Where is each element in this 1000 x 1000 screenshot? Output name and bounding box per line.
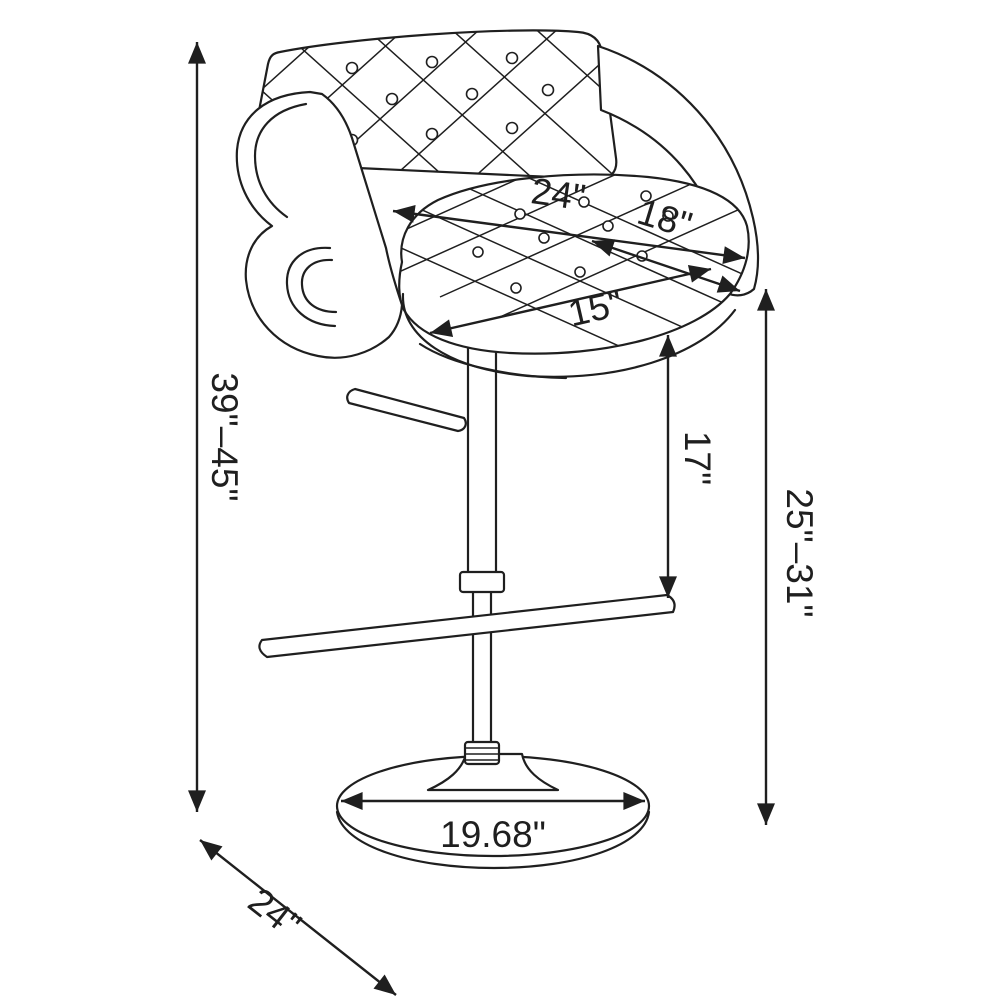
pedestal-column [426, 338, 560, 792]
footrest-bar [258, 593, 676, 659]
left-armrest [235, 90, 404, 359]
dim-label-seat-to-footrest: 17" [677, 431, 718, 485]
dim-label-overall-depth: 24" [241, 880, 309, 946]
base-cone [426, 752, 560, 792]
left-armrest-contour [253, 102, 308, 219]
left-armrest-hook-inner [300, 258, 338, 314]
seat-base-rim-inner [418, 342, 568, 380]
dim-label-base-diameter: 19.68" [440, 814, 546, 855]
dim-label-overall-height: 39"–45" [204, 372, 245, 501]
gas-cylinder-upper [466, 338, 498, 574]
right-armrest [596, 44, 760, 297]
height-adjust-collar [458, 570, 506, 594]
dim-label-back-width: 24" [529, 170, 588, 218]
left-armrest-hook-outer [285, 246, 337, 328]
base-bottom-edge [335, 810, 651, 870]
dim-label-seat-height: 25"–31" [779, 488, 820, 617]
adjustment-lever [346, 387, 467, 433]
dim-line-overall-depth [199, 839, 397, 996]
threaded-collar [463, 740, 501, 766]
backrest-tufting-lines [252, 30, 617, 180]
left-armrest-outline [235, 90, 404, 359]
dim-line-seat-width [429, 265, 712, 337]
